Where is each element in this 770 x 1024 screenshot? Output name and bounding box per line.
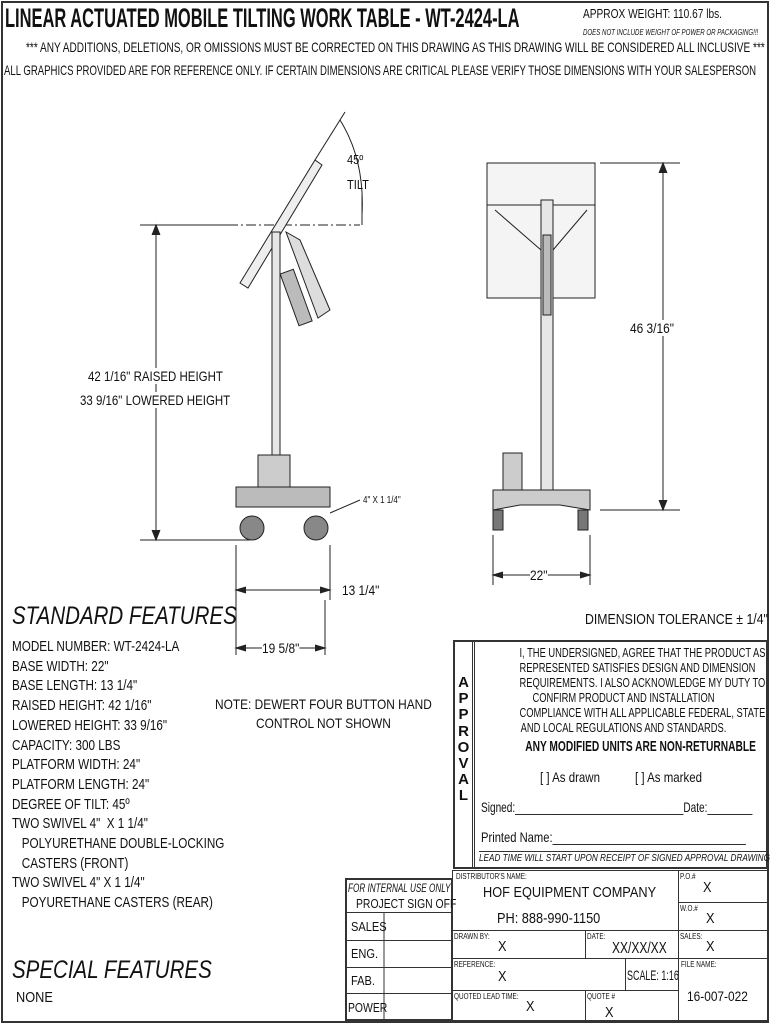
signoff-fab: FAB.: [351, 973, 375, 988]
base-width-dimension: 22": [530, 567, 548, 583]
standard-features-title: STANDARD FEATURES: [12, 602, 237, 630]
wo-number: X: [706, 910, 715, 927]
special-features-title: SPECIAL FEATURES: [12, 956, 212, 984]
approx-weight: APPROX WEIGHT: 110.67 lbs.: [583, 6, 723, 21]
notice-inclusive: *** ANY ADDITIONS, DELETIONS, OR OMISSIO…: [26, 39, 765, 55]
feature-item: CAPACITY: 300 LBS: [12, 736, 121, 754]
standard-features-list: MODEL NUMBER: WT-2424-LA BASE WIDTH: 22" B…: [12, 637, 224, 913]
feature-item: POLYURETHANE DOUBLE-LOCKING: [12, 835, 225, 853]
feature-item: BASE LENGTH: 13 1/4": [12, 677, 138, 695]
non-returnable-warning: ANY MODIFIED UNITS ARE NON-RETURNABLE: [525, 738, 756, 755]
reference: X: [498, 968, 507, 985]
side-view: [140, 111, 363, 655]
drawn-by: X: [498, 938, 507, 955]
feature-item: TWO SWIVEL 4" X 1 1/4": [12, 815, 148, 833]
base-length-dimension: 13 1/4": [342, 582, 380, 598]
caster-size-callout: 4" X 1 1/4": [363, 495, 401, 506]
signoff-power: POWER: [348, 1000, 388, 1015]
printed-name-field[interactable]: Printed Name:___________________________…: [481, 829, 746, 845]
quote-number: X: [605, 1004, 614, 1021]
file-name: 16-007-022: [687, 988, 748, 1004]
project-sign-off: FOR INTERNAL USE ONLY PROJECT SIGN OFF S…: [345, 878, 456, 1021]
feature-item: MODEL NUMBER: WT-2424-LA: [12, 638, 180, 655]
lead-time-note: LEAD TIME WILL START UPON RECEIPT OF SIG…: [479, 851, 770, 864]
feature-item: LOWERED HEIGHT: 33 9/16": [12, 716, 168, 734]
po-number: X: [703, 879, 712, 896]
drawing-scale: SCALE: 1:16: [627, 967, 679, 983]
feature-item: RAISED HEIGHT: 42 1/16": [12, 697, 152, 715]
approval-statement: I, THE UNDERSIGNED, AGREE THAT THE PRODU…: [519, 645, 766, 755]
feature-item: TWO SWIVEL 4" X 1 1/4": [12, 874, 145, 892]
feature-item: POYURETHANE CASTERS (REAR): [12, 894, 213, 912]
weight-note: DOES NOT INCLUDE WEIGHT OF POWER OR PACK…: [583, 27, 759, 37]
feature-item: BASE WIDTH: 22": [12, 657, 109, 675]
as-drawn-checkbox[interactable]: [ ] As drawn: [540, 769, 600, 785]
overall-length-dimension: 19 5/8": [262, 640, 300, 656]
raised-height-dimension: 42 1/16" RAISED HEIGHT: [88, 368, 223, 384]
feature-item: DEGREE OF TILT: 45º: [12, 795, 130, 813]
quoted-lead-time: X: [526, 998, 535, 1015]
notice-reference: ALL GRAPHICS PROVIDED ARE FOR REFERENCE …: [4, 62, 757, 78]
sales-rep: X: [706, 938, 715, 955]
feature-item: PLATFORM LENGTH: 24": [12, 775, 150, 793]
hand-control-note: NOTE: DEWERT FOUR BUTTON HAND CONTROL NO…: [215, 696, 432, 731]
dimension-tolerance: DIMENSION TOLERANCE ± 1/4": [585, 611, 768, 628]
overall-height-dimension: 46 3/16": [630, 320, 674, 336]
feature-item: CASTERS (FRONT): [12, 854, 129, 872]
drawing-date: XX/XX/XX: [612, 940, 667, 957]
front-view: [486, 161, 680, 585]
signoff-sales: SALES: [351, 919, 387, 934]
distributor-name: HOF EQUIPMENT COMPANY: [483, 884, 657, 901]
special-features-value: NONE: [16, 989, 53, 1006]
tilt-label: TILT: [347, 177, 369, 192]
signoff-eng: ENG.: [351, 946, 379, 961]
as-marked-checkbox[interactable]: [ ] As marked: [635, 769, 702, 785]
drawing-title: LINEAR ACTUATED MOBILE TILTING WORK TABL…: [5, 3, 520, 33]
feature-item: PLATFORM WIDTH: 24": [12, 756, 141, 774]
signed-date-field[interactable]: Signed:______________________________Dat…: [481, 799, 753, 815]
distributor-phone: PH: 888-990-1150: [497, 910, 601, 927]
tilt-angle-label: 45º: [347, 152, 364, 167]
lowered-height-dimension: 33 9/16" LOWERED HEIGHT: [80, 392, 231, 408]
